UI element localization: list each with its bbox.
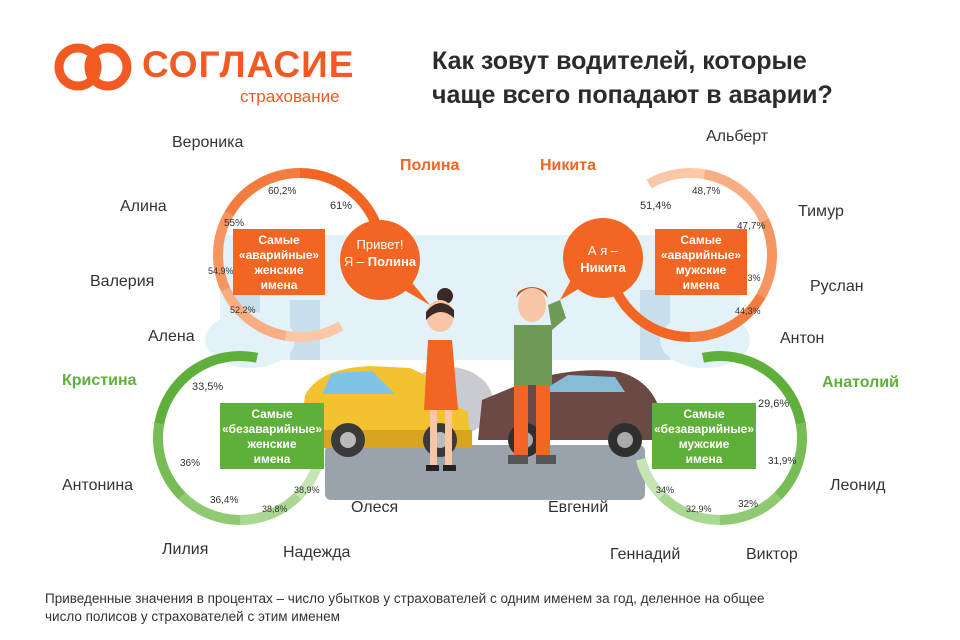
category-label-line: «аварийные» [239,248,319,262]
title-line-2: чаще всего попадают в аварии? [432,81,833,109]
name-label: Надежда [283,544,351,561]
name-label: Анатолий [822,374,899,391]
category-label-line: «безаварийные» [654,422,754,436]
value-label: 33,5% [192,381,223,393]
arc-segment [635,457,666,500]
title-line-1: Как зовут водителей, которые [432,47,807,75]
value-label: 36% [180,458,200,469]
category-label-line: Самые [258,233,300,247]
category-label-line: «аварийные» [661,248,741,262]
brand-subtitle: страхование [240,87,340,106]
name-label: Алина [120,198,167,215]
name-label: Антон [780,330,824,347]
name-label: Алена [148,328,195,345]
name-label: Олеся [351,499,398,516]
name-label: Виктор [746,546,798,563]
name-label: Никита [540,157,596,174]
arc-segment [719,492,782,525]
name-label: Альберт [706,128,769,145]
man-figure [508,287,566,464]
arc-segment [701,351,806,425]
category-label-line: Самые [680,233,722,247]
arc-segment [658,492,721,525]
value-label: 34% [656,485,674,495]
category-label-line: женские [246,437,296,451]
value-label: 52,2% [230,305,256,315]
arc-segment [213,211,234,292]
arc-segment [284,321,344,342]
value-label: 55% [224,218,244,229]
category-label-line: мужские [676,263,727,277]
arc-segment [703,169,769,223]
value-label: 48,7% [692,186,720,197]
value-label: 47,7% [737,221,765,232]
name-label: Тимур [798,203,844,220]
brand-name: СОГЛАСИЕ [142,44,355,85]
name-label: Геннадий [610,546,680,563]
speech-text-man: А я – Никита [580,243,626,275]
speech-bubble-man [560,218,643,300]
radial-chart-4: Анатолий 29,6% Леонид 31,9% Виктор 32% Геннади… [548,351,899,563]
value-label: 32,9% [686,504,712,514]
value-label: 29,6% [758,398,789,410]
category-label-line: женские [253,263,303,277]
value-label: 31,9% [768,456,796,467]
value-label: 32% [738,499,758,510]
name-label: Леонид [830,477,886,494]
arc-segment [221,287,287,341]
category-label-line: имена [254,452,291,466]
speech-text-woman: Привет! Я – Полина [343,237,417,269]
name-label: Лилия [162,541,208,558]
category-label-box [220,403,324,469]
value-label: 36,4% [210,495,238,506]
speech-bubble-woman [340,220,430,305]
category-label-line: Самые [251,407,293,421]
category-label-box [655,229,747,295]
arc-segment [603,254,691,342]
value-label: 51,4% [640,200,671,212]
arc-segment [299,168,387,256]
arc-segment [774,422,807,500]
radial-chart-2: Никита 51,4% Альберт 48,7% Тимур 47,7% Руслан 4… [540,128,864,347]
value-label: 44,3% [735,306,761,316]
category-label-line: «безаварийные» [222,422,322,436]
category-label-line: имена [261,278,298,292]
woman-figure [424,288,458,471]
value-label: 44,3% [735,273,761,283]
arc-segment [756,218,777,299]
value-label: 61% [330,200,352,212]
name-label: Евгений [548,499,608,516]
arc-segment [224,168,301,217]
radial-chart-3: Кристина 33,5% Антонина 36% Лилия 36,4% Надежд… [62,351,398,561]
arc-segment [646,168,706,189]
brown-car [478,370,662,457]
arc-segment [689,293,766,342]
value-label: 38,8% [262,504,288,514]
name-label: Кристина [62,372,137,389]
arc-segment [239,492,302,525]
value-label: 54,9% [208,266,234,276]
footnote: Приведенные значения в процентах – число… [45,591,765,624]
arc-segment [178,492,241,525]
value-label: 60,2% [268,186,296,197]
arc-segment [153,422,186,500]
category-label-line: имена [683,278,720,292]
category-label-box [233,229,325,295]
name-label: Руслан [810,278,864,295]
page-title: Как зовут водителей, которые чаще всего … [432,44,932,112]
value-label: 38,9% [294,485,320,495]
name-label: Полина [400,157,460,174]
category-label-line: мужские [679,437,730,451]
category-label-box [652,403,756,469]
arc-segment [154,351,259,425]
radial-chart-1: Полина 61% Вероника 60,2% Алина 55% Валерия 54,… [90,134,460,345]
name-label: Антонина [62,477,133,494]
name-label: Валерия [90,273,154,290]
name-label: Вероника [172,134,243,151]
category-label-line: имена [686,452,723,466]
logo-icon [54,43,132,91]
category-label-line: Самые [683,407,725,421]
